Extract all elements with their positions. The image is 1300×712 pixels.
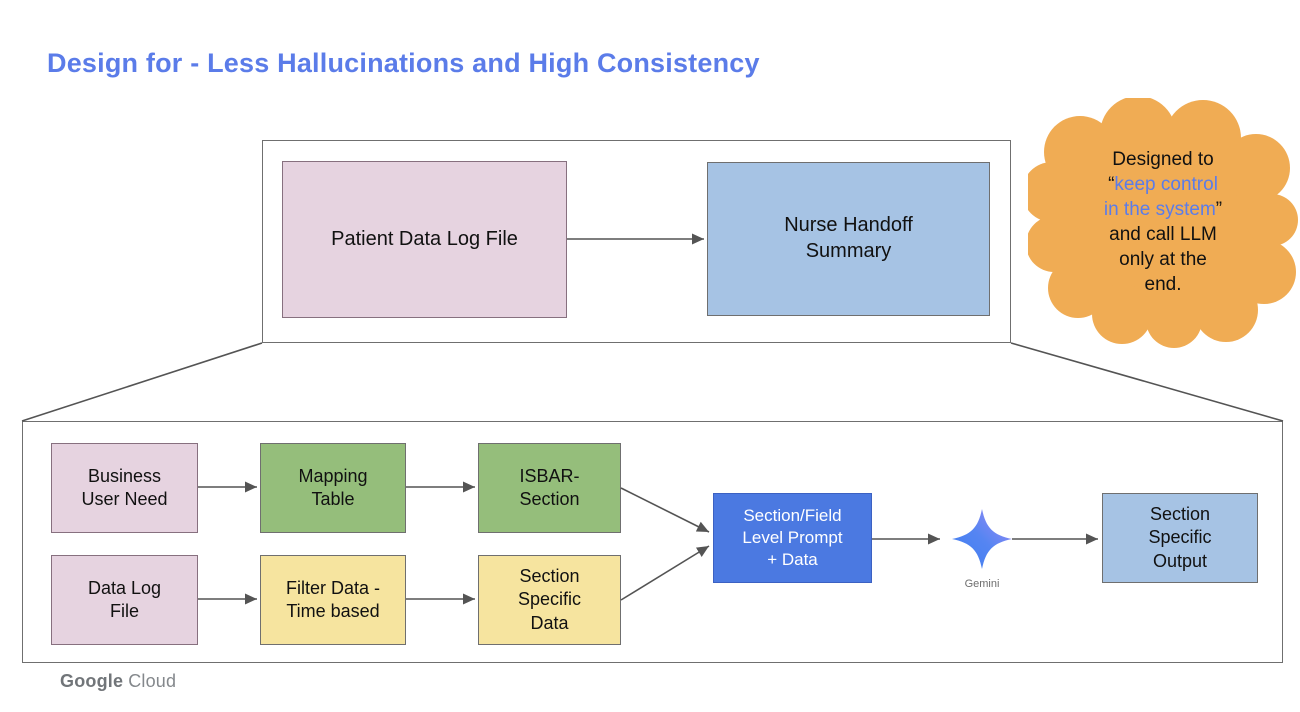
business-user-need-label: Business User Need — [81, 465, 168, 509]
callout-highlight: keep control in the system — [1103, 174, 1218, 221]
callout-text-after: and call LLM only at the end. — [1109, 224, 1217, 296]
isbar-section-node: ISBAR- Section — [478, 443, 621, 533]
section-specific-data-label: Section Specific Data — [517, 566, 582, 633]
patient-data-log-file-label: Patient Data Log File — [331, 227, 518, 250]
callout-text: Designed to “keep control in the system”… — [1068, 122, 1258, 298]
nurse-handoff-summary-node: Nurse Handoff Summary — [707, 162, 990, 316]
gemini-label: Gemini — [964, 578, 1000, 590]
detail-container-box — [22, 421, 1283, 663]
section-specific-data-node: Section Specific Data — [478, 555, 621, 645]
filter-data-node: Filter Data - Time based — [260, 555, 406, 645]
isbar-section-label: ISBAR- Section — [519, 465, 580, 509]
data-log-file-label: Data Log File — [87, 577, 162, 621]
nurse-handoff-summary-label: Nurse Handoff Summary — [784, 214, 913, 262]
callout-quote-close: ” — [1215, 199, 1223, 221]
section-specific-output-label: Section Specific Output — [1148, 504, 1212, 571]
callout-cloud: Designed to “keep control in the system”… — [1028, 98, 1298, 348]
mapping-table-node: Mapping Table — [260, 443, 406, 533]
section-field-prompt-label: Section/Field Level Prompt + Data — [742, 506, 843, 569]
cloud-shape-icon — [1028, 98, 1298, 348]
callout-text-before: Designed to — [1112, 149, 1214, 171]
expansion-line-left — [21, 342, 263, 422]
cloud-logo-text: Cloud — [128, 671, 177, 691]
page-title: Design for - Less Hallucinations and Hig… — [47, 48, 760, 78]
callout-quote-open: “ — [1108, 174, 1115, 196]
expansion-line-right — [1010, 342, 1284, 422]
mapping-table-label: Mapping Table — [298, 465, 368, 509]
patient-data-log-file-node: Patient Data Log File — [282, 161, 567, 318]
filter-data-label: Filter Data - Time based — [285, 577, 381, 621]
gemini-icon — [945, 502, 1019, 576]
data-log-file-node: Data Log File — [51, 555, 198, 645]
business-user-need-node: Business User Need — [51, 443, 198, 533]
section-field-prompt-node: Section/Field Level Prompt + Data — [713, 493, 872, 583]
google-logo-text: Google — [60, 671, 124, 691]
section-specific-output-node: Section Specific Output — [1102, 493, 1258, 583]
